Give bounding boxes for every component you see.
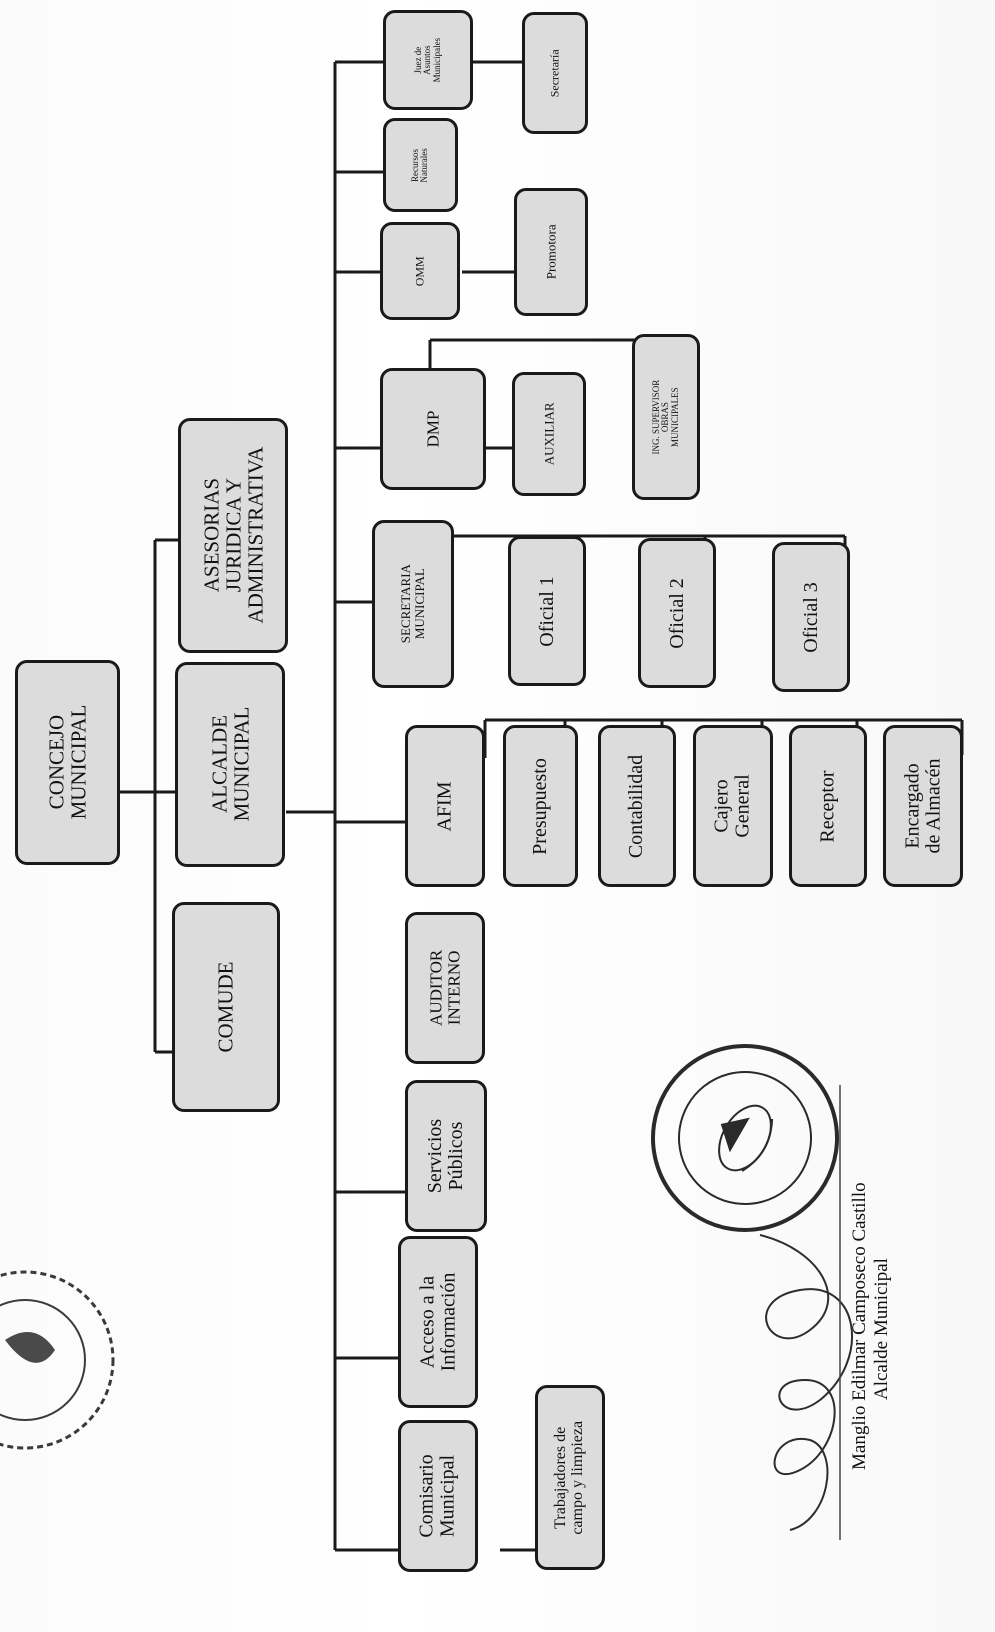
oficial-3-node: Oficial 3 [772, 542, 850, 692]
alcalde-node: ALCALDE MUNICIPAL [175, 662, 285, 867]
promotora-node: Promotora [514, 188, 588, 316]
signature-block: Manglio Edilmar Camposeco Castillo Alcal… [849, 1090, 940, 1540]
trabajadores-node: Trabajadores de campo y limpieza [535, 1385, 605, 1570]
asesorias-node: ASESORIAS JURIDICA Y ADMINISTRATIVA [178, 418, 288, 653]
omm-node: OMM [380, 222, 460, 320]
receptor-node: Receptor [789, 725, 867, 887]
auditor-node: AUDITOR INTERNO [405, 912, 485, 1064]
oficial-1-node: Oficial 1 [508, 536, 586, 686]
cajero-node: Cajero General [693, 725, 773, 887]
concejo-node: CONCEJO MUNICIPAL [15, 660, 120, 865]
municipal-stamp [651, 1044, 839, 1232]
oficial-2-node: Oficial 2 [638, 538, 716, 688]
signature-role: Alcalde Municipal [871, 1258, 892, 1400]
presupuesto-node: Presupuesto [503, 725, 578, 887]
juez-node: Juez de Asuntos Municipales [383, 10, 473, 110]
afim-node: AFIM [405, 725, 485, 887]
dmp-node: DMP [380, 368, 486, 490]
servicios-node: Servicios Públicos [405, 1080, 487, 1232]
corner-seal [0, 1270, 115, 1450]
recursos-node: Recursos Naturales [383, 118, 458, 212]
encargado-almacen-node: Encargado de Almacén [883, 725, 963, 887]
auxiliar-node: AUXILIAR [512, 372, 586, 496]
handwritten-signature [759, 1234, 853, 1531]
acceso-node: Acceso a la Información [398, 1236, 478, 1408]
contabilidad-node: Contabilidad [598, 725, 676, 887]
comisario-node: Comisario Municipal [398, 1420, 478, 1572]
signature-name: Manglio Edilmar Camposeco Castillo [849, 1182, 870, 1470]
secretaria-municipal-node: SECRETARIA MUNICIPAL [372, 520, 454, 688]
secretaria-node: Secretaría [522, 12, 588, 134]
comude-node: COMUDE [172, 902, 280, 1112]
ing-supervisor-node: ING. SUPERVISOR OBRAS MUNICIPALES [632, 334, 700, 500]
